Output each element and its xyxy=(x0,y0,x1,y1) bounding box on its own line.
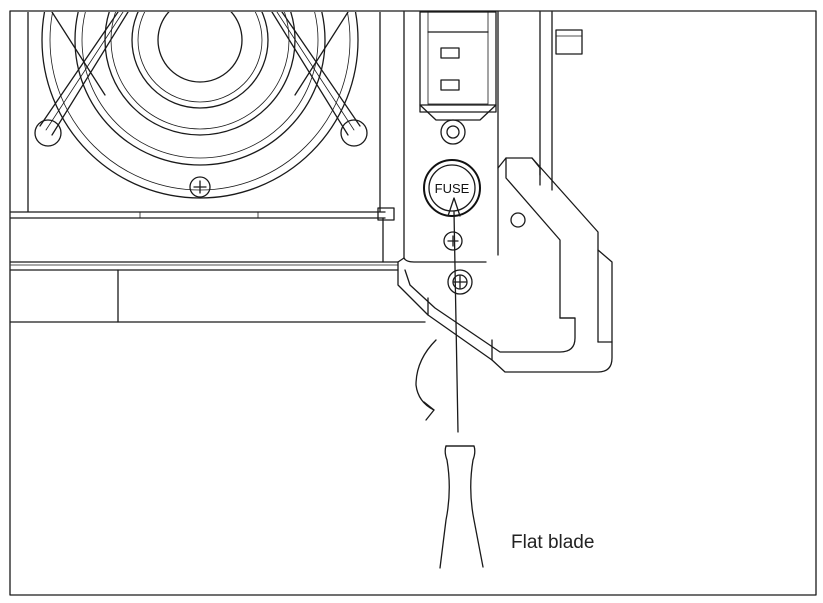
fuse-holder: FUSE xyxy=(423,159,481,217)
flat-blade-label: Flat blade xyxy=(511,532,594,553)
fuse-label: FUSE xyxy=(435,181,470,196)
ground-terminal-icon xyxy=(440,119,466,145)
cooling-fan xyxy=(10,12,395,221)
insertion-arrow xyxy=(447,197,461,433)
rotation-arrow-icon xyxy=(415,339,437,421)
chassis-rails xyxy=(10,217,426,323)
mounting-bracket xyxy=(397,157,613,373)
diagram-frame xyxy=(9,10,817,596)
panel-screw-icon xyxy=(443,231,463,251)
ac-power-inlet xyxy=(419,11,497,121)
fan-screw-icon xyxy=(189,176,211,198)
bracket-screw-icon xyxy=(447,269,473,295)
flat-blade-screwdriver xyxy=(439,445,484,569)
rear-panel xyxy=(403,11,583,263)
